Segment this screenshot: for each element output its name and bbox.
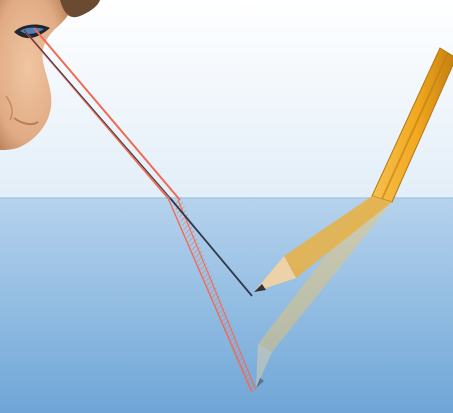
water: [0, 198, 453, 413]
